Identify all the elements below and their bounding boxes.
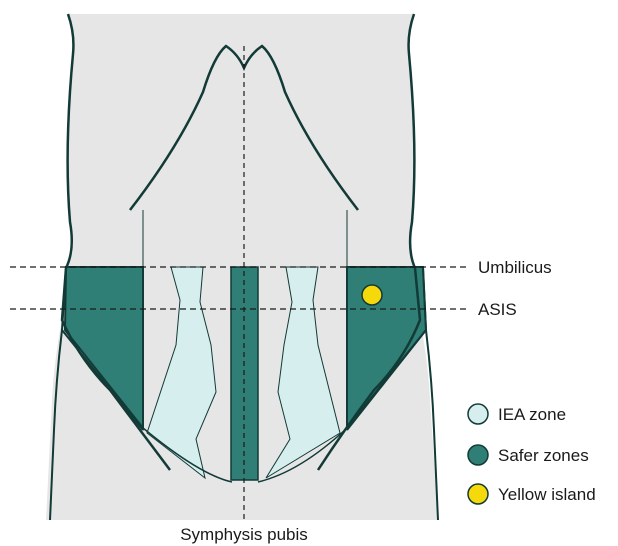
legend-swatch-safer (468, 445, 488, 465)
legend-label-iea: IEA zone (498, 405, 566, 424)
symphysis-label: Symphysis pubis (180, 525, 308, 544)
legend-label-safer: Safer zones (498, 446, 589, 465)
legend-item-safer-zones: Safer zones (468, 445, 589, 465)
legend-item-iea-zone: IEA zone (468, 404, 566, 424)
umbilicus-label: Umbilicus (478, 258, 552, 277)
legend-label-yellow: Yellow island (498, 485, 596, 504)
yellow-island-marker (362, 285, 382, 305)
asis-label: ASIS (478, 300, 517, 319)
legend: IEA zone Safer zones Yellow island (468, 404, 596, 504)
legend-item-yellow-island: Yellow island (468, 484, 596, 504)
legend-swatch-iea (468, 404, 488, 424)
legend-swatch-yellow (468, 484, 488, 504)
